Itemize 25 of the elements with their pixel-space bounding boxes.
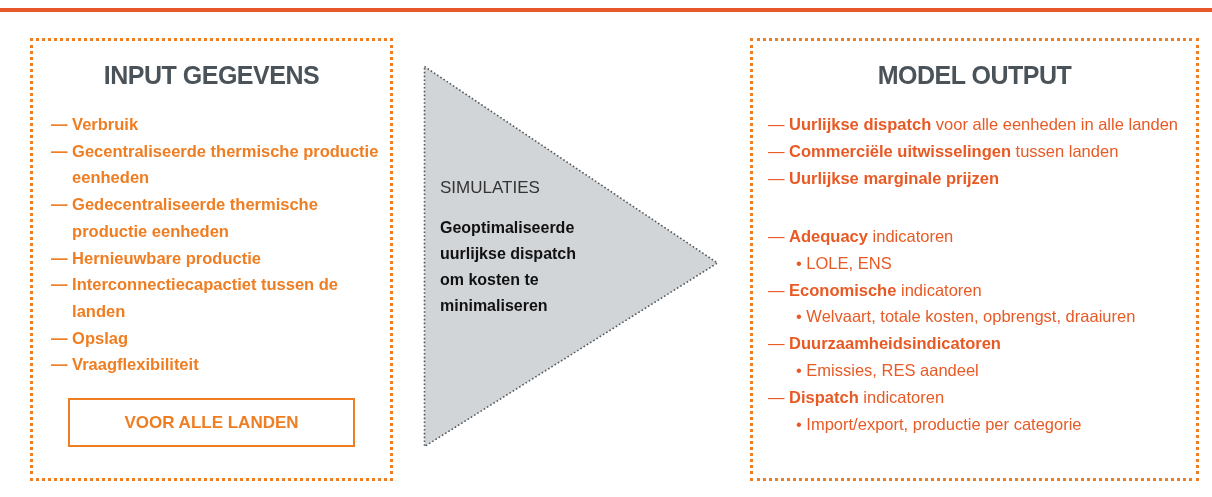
list-item: — Vraagflexibiliteit [51, 354, 200, 376]
list-item: — Gecentraliseerde thermische productie eenheden [51, 140, 380, 189]
list-item: — Gedecentraliseerde thermische productie eenheden [51, 194, 319, 242]
input-panel [30, 38, 393, 481]
sub-item: • Emissies, RES aandeel [796, 360, 980, 382]
panel-heading: INPUT GEGEVENS [102, 61, 321, 90]
list-item: — Dispatch indicatoren [768, 387, 946, 409]
sub-item: • LOLE, ENS [796, 252, 893, 274]
list-item: — Duurzaamheidsindicatoren [768, 333, 1002, 355]
sub-item: • Import/export, productie per categorie [796, 414, 1083, 435]
list-item: — Adequacy indicatoren [768, 225, 955, 247]
panel-heading: MODEL OUTPUT [876, 61, 1073, 90]
list-item: — Uurlijkse dispatch voor alle eenheden in alle landen [768, 114, 1179, 135]
sub-item: • Welvaart, totale kosten, opbrengst, draaiuren [796, 306, 1137, 328]
list-item: — Interconnectiecapactiet tussen de landen [51, 274, 339, 322]
list-item: — Economische indicatoren [768, 279, 983, 301]
list-item: — Uurlijkse marginale prijzen [768, 167, 1001, 189]
description-text: Geoptimaliseerde uurlijkse dispatch om kosten te minimaliseren [440, 218, 578, 316]
list-item: — Commerciële uitwisselingen tussen landen [768, 140, 1120, 162]
scope-label-box: VOOR ALLE LANDEN [68, 398, 355, 447]
list-item: — Opslag [51, 327, 129, 349]
section-label: SIMULATIES [440, 178, 541, 198]
output-panel [750, 38, 1199, 481]
list-item: — Verbruik [51, 114, 140, 135]
list-item: — Hernieuwbare productie [51, 247, 262, 269]
